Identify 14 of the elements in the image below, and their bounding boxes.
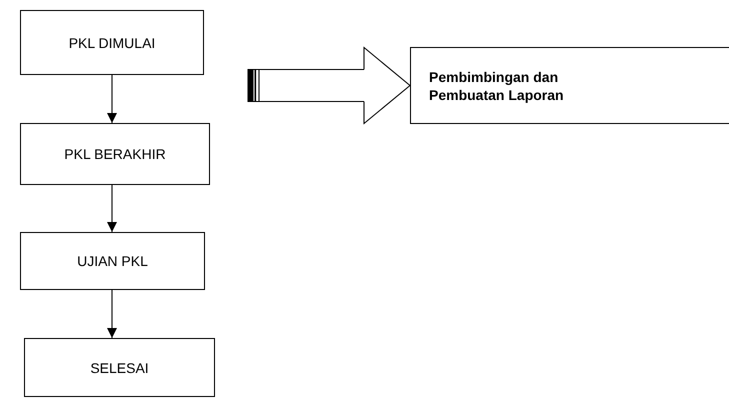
box-label: PKL DIMULAI	[68, 34, 156, 50]
box-label: PKL BERAKHIR	[64, 146, 166, 162]
box-label: SELESAI	[90, 360, 149, 376]
arrow	[107, 290, 117, 338]
process-box	[20, 10, 204, 75]
process-box	[20, 232, 205, 290]
block-arrow	[248, 47, 410, 124]
process-box	[24, 338, 215, 397]
arrow	[107, 184, 117, 232]
box-label: Pembimbingan dan Pembuatan Laporan	[429, 68, 565, 104]
box-label: UJIAN PKL	[77, 253, 148, 269]
process-box	[20, 123, 210, 185]
process-box	[410, 47, 729, 124]
arrow	[107, 74, 117, 124]
